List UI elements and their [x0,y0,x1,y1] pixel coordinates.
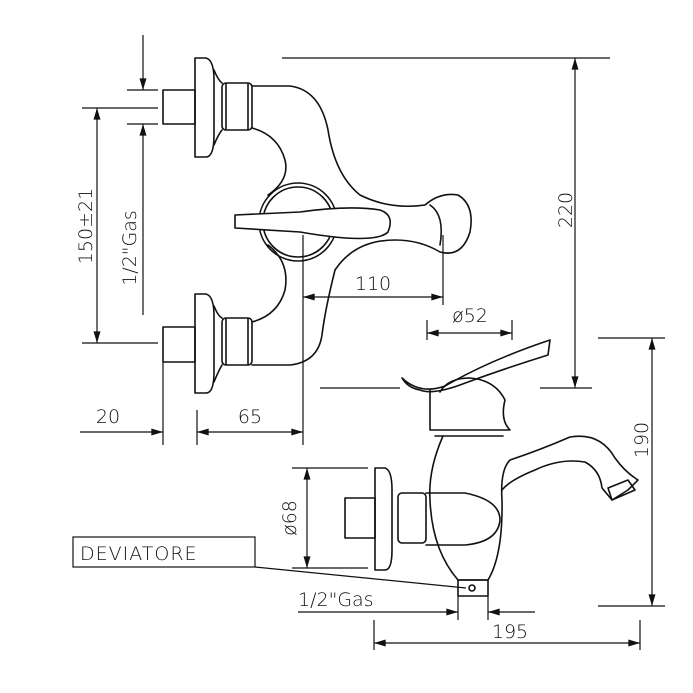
dim-150: 150±21 [75,188,97,264]
side-lever [401,339,551,393]
top-inlet-stub [162,89,196,125]
dim-220: 220 [555,192,577,228]
bottom-nut [221,317,253,366]
bottom-flange [194,293,215,394]
dim-110: 110 [355,273,391,295]
dim-195: 195 [492,621,528,643]
diverter-knob [457,579,489,597]
side-cap [429,377,511,431]
dim-52: ø52 [452,305,488,327]
top-flange [194,57,215,158]
dim-thread-top: 1/2"Gas [119,210,141,286]
dim-thread-bottom: 1/2"Gas [298,589,374,611]
bottom-inlet-stub [162,326,196,363]
lever-handle [234,207,391,240]
side-view-mixer [344,339,639,597]
dimension-lines [72,35,665,650]
side-cartridge [425,492,501,546]
dim-20: 20 [96,406,120,428]
deviatore-leader [254,566,467,589]
deviatore-box [72,536,256,568]
dim-190: 190 [631,422,653,458]
top-nut [221,82,253,131]
dim-68: ø68 [279,500,301,536]
dim-65: 65 [238,406,262,428]
side-inlet-stub [344,497,376,539]
deviatore-label: DEVIATORE [80,543,198,565]
side-nut [397,492,427,544]
side-body-spout [428,435,639,581]
aerator [607,479,636,501]
side-flange [374,467,393,571]
top-view-mixer [162,57,472,394]
